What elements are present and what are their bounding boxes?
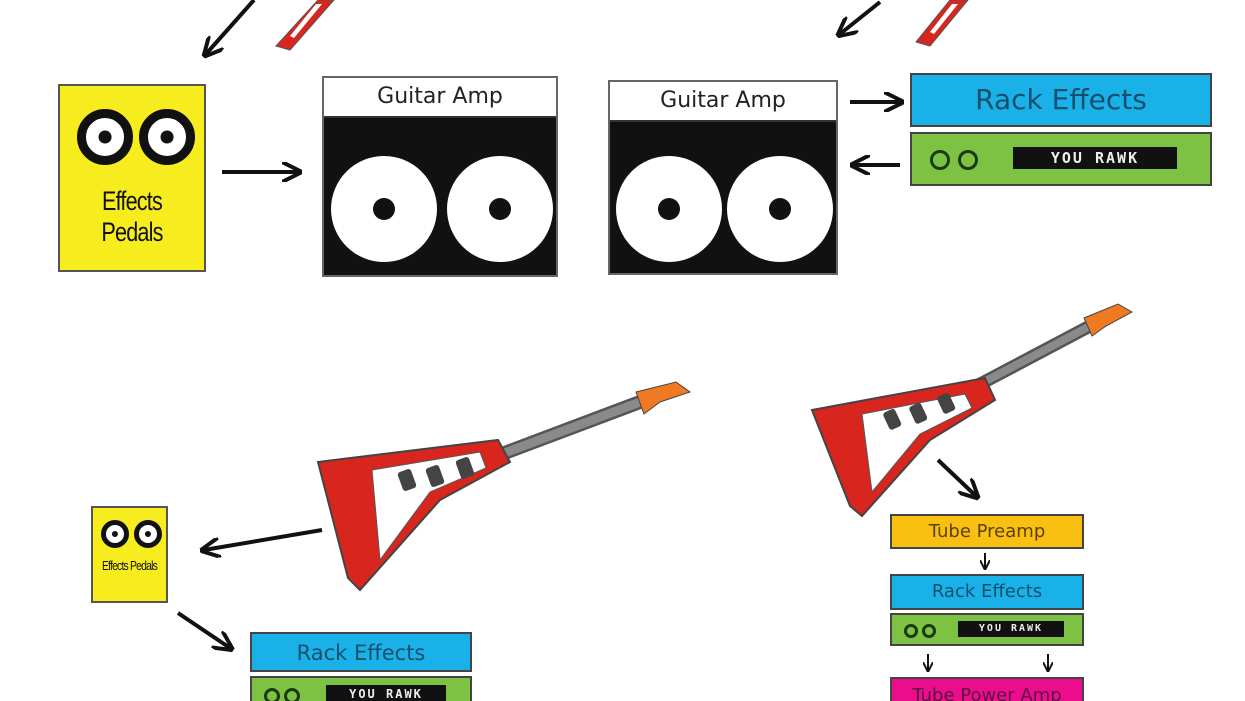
knob-icon: [264, 688, 280, 701]
speaker-icon: [727, 156, 833, 262]
guitar-icon-top-left: [275, 0, 335, 51]
speaker-icon: [331, 156, 437, 262]
knob-icon: [930, 150, 950, 170]
rack-effects-label: Rack Effects: [910, 73, 1212, 127]
rack-display: YOU RAWK: [958, 621, 1064, 637]
guitar-amp: Guitar Amp: [608, 80, 838, 275]
effects-pedal: Effects Pedals: [58, 84, 206, 272]
speaker-icon: [616, 156, 722, 262]
guitar-amp: Guitar Amp: [322, 76, 558, 277]
effects-pedal: Effects Pedals: [91, 506, 168, 603]
knob-icon: [134, 520, 162, 548]
amp-label: Guitar Amp: [610, 82, 836, 122]
rack-effects-unit: YOU RAWK: [910, 132, 1212, 186]
arrow-icon: [840, 0, 882, 34]
pedal-label: Effects Pedals: [101, 186, 163, 247]
flying-v-guitar-icon: [316, 381, 692, 592]
tube-preamp: Tube Preamp: [890, 514, 1084, 549]
knob-icon: [922, 624, 936, 638]
arrow-icon: [936, 458, 976, 496]
knob-icon: [904, 624, 918, 638]
guitar-icon-top-right: [915, 0, 969, 47]
arrow-icon: [204, 528, 323, 550]
speaker-icon: [447, 156, 553, 262]
knob-icon: [77, 109, 133, 165]
arrow-icon: [176, 611, 230, 648]
pedal-label: Effects Pedals: [101, 558, 158, 573]
rack-effects-label: Rack Effects: [250, 632, 472, 672]
amp-label: Guitar Amp: [324, 78, 556, 118]
chain-rack-effects-label: Rack Effects: [890, 574, 1084, 610]
rack-display: YOU RAWK: [326, 685, 446, 701]
rack-display: YOU RAWK: [1013, 147, 1177, 169]
rack-effects-unit: YOU RAWK: [250, 676, 472, 701]
tube-power-amp: Tube Power Amp: [890, 677, 1084, 701]
knob-icon: [958, 150, 978, 170]
chain-rack-effects-unit: YOU RAWK: [890, 613, 1084, 646]
knob-icon: [139, 109, 195, 165]
arrow-icon: [206, 0, 256, 54]
flying-v-guitar-icon: [810, 303, 1134, 518]
knob-icon: [284, 688, 300, 701]
knob-icon: [101, 520, 129, 548]
